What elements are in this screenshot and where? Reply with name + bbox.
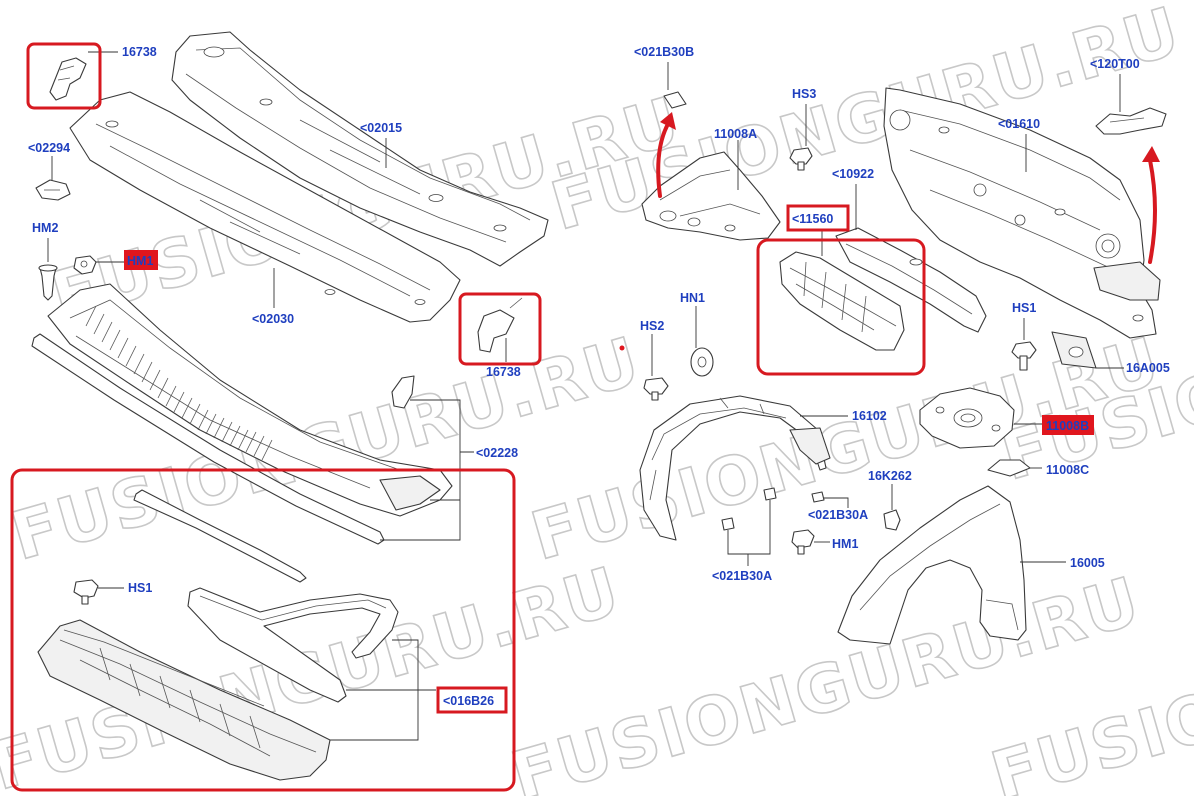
arrow-red-left [656,112,676,198]
label-120t00: <120T00 [1090,57,1140,71]
label-01610: <01610 [998,117,1040,131]
part-16005-fender [837,485,1066,645]
part-02015-cowl-panel [171,31,549,267]
part-lower-cowl-tray [37,619,331,781]
highlight-cowl-assembly [10,468,516,792]
part-hs3-bolt [789,104,813,171]
label-16738-top: 16738 [122,45,157,59]
highlight-label-11560 [786,204,850,232]
part-10922-rail [835,184,987,333]
highlight-11560-duct [756,238,926,376]
label-11008c: 11008C [1046,463,1089,477]
part-hs1-bolt-right [1011,318,1037,371]
part-cowl-grille [47,283,453,517]
part-hm1-screw-right [791,529,830,555]
highlight-label-11008b [1042,415,1094,435]
label-02030: <02030 [252,312,294,326]
label-016b26: <016B26 [443,694,494,708]
label-10922: <10922 [832,167,874,181]
highlight-16738-top [26,42,102,110]
part-16k262-clip [883,484,901,531]
highlight-label-hm1 [124,250,158,270]
label-11008a: 11008A [714,127,757,141]
part-rubber-seal-strip [133,489,307,583]
part-02228-bracket [380,375,474,541]
label-02015: <02015 [360,121,402,135]
label-021b30b: <021B30B [634,45,694,59]
part-16738-mid [477,297,523,362]
grille-slots [85,305,273,461]
part-11560-duct [779,230,905,351]
label-02228: <02228 [476,446,518,460]
part-16102-wheel-liner [639,395,848,541]
part-02030-lower-panel [69,91,461,323]
part-01610-dash-panel [883,87,1161,339]
label-16005: 16005 [1070,556,1105,570]
part-hs2-bolt [643,334,669,401]
part-16a005-pad [1051,331,1124,369]
label-16102: 16102 [852,409,887,423]
label-hm1-left: HM1 [127,254,153,268]
red-dot [619,345,625,351]
label-hs1-right: HS1 [1012,301,1036,315]
part-hn1-nut [690,306,714,377]
part-120t00-bracket [1095,74,1167,135]
label-hm1-right: HM1 [832,537,858,551]
label-11008b: 11008B [1046,419,1089,433]
part-11008a-bracket [641,140,781,241]
part-021b30a-clips [721,487,849,566]
part-016b26-seal-loop [187,587,436,741]
part-02294-bracket [35,156,71,201]
label-hs3: HS3 [792,87,816,101]
callout-labels: 16738 <02294 <02015 HM2 HM1 <02030 16738… [28,45,1170,708]
part-16738-top [49,51,118,101]
highlight-label-016b26 [436,686,508,714]
label-hn1: HN1 [680,291,705,305]
label-16k262: 16K262 [868,469,912,483]
label-16738-mid: 16738 [486,365,521,379]
label-021b30a-1: <021B30A [808,508,868,522]
part-hm2-pin [38,238,58,301]
label-16a005: 16A005 [1126,361,1170,375]
label-hs1-left: HS1 [128,581,152,595]
label-hs2: HS2 [640,319,664,333]
highlight-16738-mid [458,292,542,366]
part-021b30b-clip [663,62,687,109]
label-02294: <02294 [28,141,70,155]
part-hm1-screw-left [73,255,124,275]
part-hs1-screw-left [73,579,124,605]
label-11560: <11560 [792,212,833,226]
arrow-red-right [1142,146,1160,264]
label-021b30a-2: <021B30A [712,569,772,583]
label-hm2: HM2 [32,221,58,235]
part-11008c-bracket [987,459,1042,477]
part-11008b-bracket [919,387,1042,449]
